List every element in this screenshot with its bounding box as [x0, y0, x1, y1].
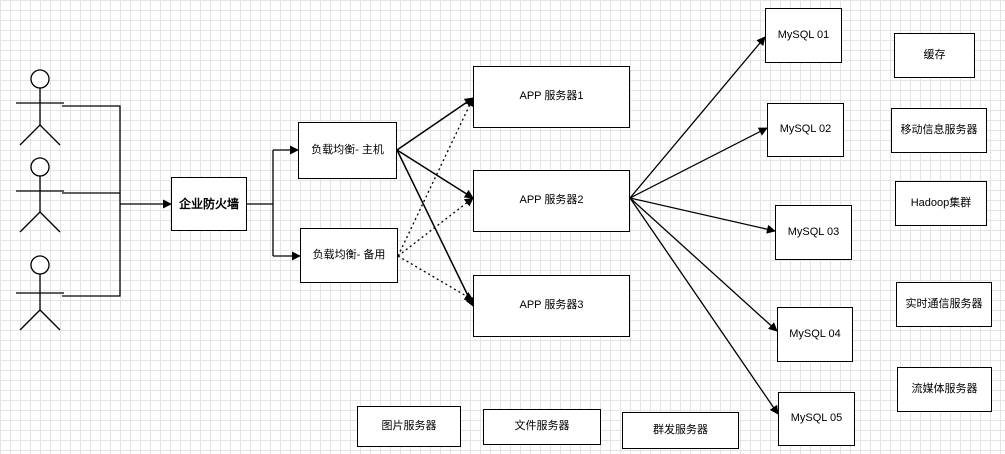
actor-3 — [16, 255, 64, 331]
app-server-1-box: APP 服务器1 — [473, 66, 630, 128]
lbbackup-app1-arrow — [397, 97, 474, 257]
app-server-2-box: APP 服务器2 — [473, 170, 630, 232]
app2-mysql03-arrow — [629, 197, 776, 234]
hadoop-cluster-box: Hadoop集群 — [895, 181, 987, 226]
file-server-box: 文件服务器 — [483, 409, 601, 445]
actor-2 — [16, 157, 64, 233]
actor3-line — [62, 204, 121, 297]
app-server-3-box: APP 服务器3 — [473, 275, 630, 337]
lbbackup-app2-arrow — [397, 197, 474, 257]
mysql-03-box: MySQL 03 — [775, 205, 852, 260]
cache-box: 缓存 — [894, 33, 975, 78]
broadcast-server-box: 群发服务器 — [622, 412, 739, 449]
mobile-info-server-box: 移动信息服务器 — [891, 108, 987, 153]
streaming-server-box: 流媒体服务器 — [897, 367, 992, 412]
firewall-box: 企业防火墙 — [171, 177, 247, 231]
lb-backup-box: 负载均衡- 备用 — [300, 228, 398, 283]
app2-mysql02-arrow — [629, 127, 768, 199]
app2-mysql04-arrow — [629, 197, 778, 332]
app2-mysql05-arrow — [629, 197, 779, 415]
realtime-comm-server-box: 实时通信服务器 — [896, 282, 992, 327]
lbmain-app1-arrow — [396, 97, 474, 151]
actor1-line — [62, 105, 121, 204]
mysql-05-box: MySQL 05 — [778, 392, 855, 446]
lb-main-box: 负载均衡- 主机 — [298, 122, 397, 179]
lbmain-app2-arrow — [396, 149, 474, 199]
lbbackup-app3-arrow — [397, 255, 474, 301]
mysql-02-box: MySQL 02 — [767, 103, 844, 157]
actor-1 — [16, 69, 64, 146]
mysql-04-box: MySQL 04 — [777, 307, 853, 362]
image-server-box: 图片服务器 — [357, 406, 461, 447]
mysql-01-box: MySQL 01 — [765, 8, 842, 63]
app2-mysql01-arrow — [629, 36, 766, 199]
